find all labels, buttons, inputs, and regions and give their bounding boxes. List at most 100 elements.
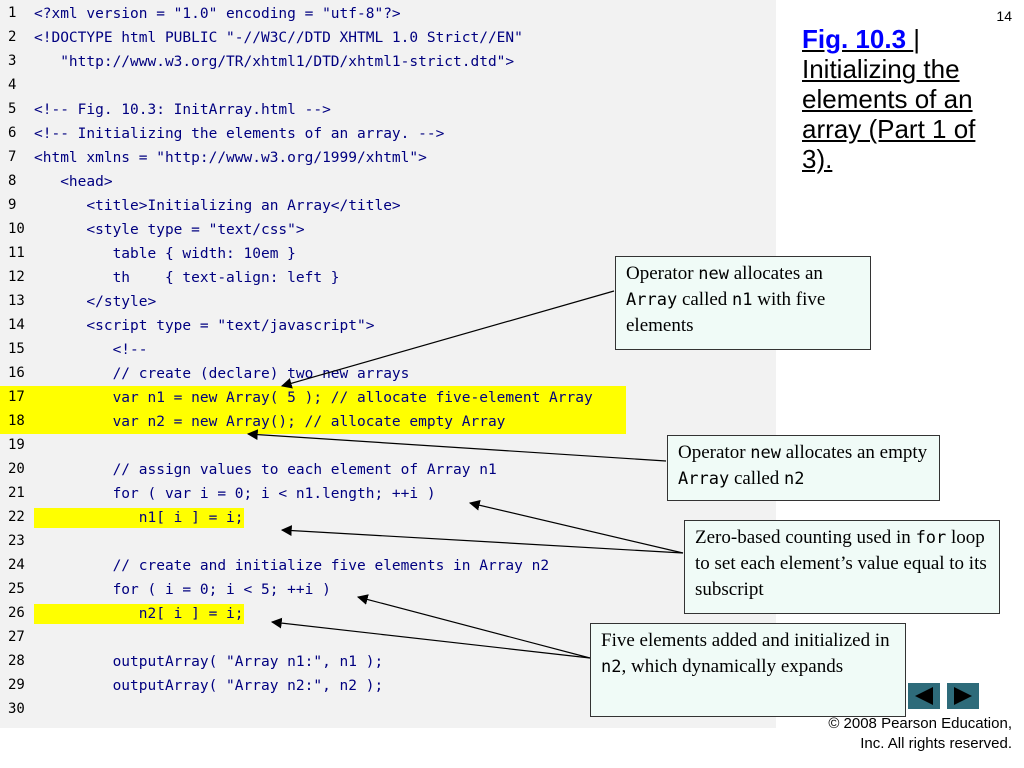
callout-text: , which dynamically expands: [621, 656, 844, 677]
figure-caption: Initializing the elements of an array (P…: [802, 54, 976, 174]
line-number: 3: [8, 53, 17, 69]
code-text: var n1 = new Array( 5 ); // allocate fiv…: [34, 390, 593, 406]
code-text: // create (declare) two new arrays: [34, 366, 410, 382]
callout-text: allocates an empty: [781, 442, 928, 463]
callout-code: new: [750, 443, 781, 463]
code-text: n2[ i ] = i;: [34, 604, 244, 624]
code-line: 25 for ( i = 0; i < 5; ++i ): [0, 578, 776, 602]
code-line: 27: [0, 626, 776, 650]
arrow-to-line-18: [246, 429, 667, 462]
copyright: © 2008 Pearson Education, Inc. All right…: [828, 714, 1012, 754]
line-number: 24: [8, 557, 25, 573]
line-number: 21: [8, 485, 25, 501]
page-number: 14: [996, 8, 1012, 24]
code-line: 7 <html xmlns = "http://www.w3.org/1999/x…: [0, 146, 776, 170]
line-number: 11: [8, 245, 25, 261]
line-number: 7: [8, 149, 17, 165]
line-number: 27: [8, 629, 25, 645]
code-line: 8 <head>: [0, 170, 776, 194]
line-number: 22: [8, 509, 25, 525]
line-number: 6: [8, 125, 17, 141]
callout-text: with five elements: [626, 289, 826, 336]
line-number: 10: [8, 221, 25, 237]
callout-code: n2: [784, 469, 805, 489]
callout-code: n2: [601, 657, 622, 677]
code-line: 12 th { text-align: left }: [0, 266, 776, 290]
line-number: 29: [8, 677, 25, 693]
triangle-right-icon: [954, 687, 972, 705]
code-line: 21 for ( var i = 0; i < n1.length; ++i ): [0, 482, 776, 506]
next-slide-button[interactable]: [947, 683, 979, 709]
code-text: <head>: [34, 174, 113, 190]
code-text: n1[ i ] = i;: [34, 508, 244, 528]
callout-text: allocates an: [729, 263, 823, 284]
code-line: 17 var n1 = new Array( 5 ); // allocate …: [0, 386, 626, 410]
code-text: th { text-align: left }: [34, 270, 340, 286]
copyright-line: © 2008 Pearson Education,: [828, 715, 1012, 732]
code-text: outputArray( "Array n1:", n1 );: [34, 654, 384, 670]
code-text: <!DOCTYPE html PUBLIC "-//W3C//DTD XHTML…: [34, 30, 523, 46]
code-line: 13 </style>: [0, 290, 776, 314]
line-number: 30: [8, 701, 25, 717]
line-number: 1: [8, 5, 17, 21]
callout-code: new: [698, 264, 729, 284]
line-number: 17: [0, 389, 30, 405]
arrow-to-line-22: [280, 525, 684, 554]
code-text: <html xmlns = "http://www.w3.org/1999/xh…: [34, 150, 427, 166]
arrow-to-line-17: [280, 290, 615, 389]
arrow-to-line-25: [356, 594, 591, 659]
line-number: 16: [8, 365, 25, 381]
code-text: <!--: [34, 342, 148, 358]
previous-slide-button[interactable]: [908, 683, 940, 709]
arrow-to-line-26: [270, 617, 591, 659]
code-text: var n2 = new Array(); // allocate empty …: [34, 414, 506, 430]
code-text: // create and initialize five elements i…: [34, 558, 550, 574]
code-text: // assign values to each element of Arra…: [34, 462, 497, 478]
code-text: table { width: 10em }: [34, 246, 296, 262]
callout-text: Operator: [626, 263, 699, 284]
code-line: 30: [0, 698, 776, 722]
code-text: <title>Initializing an Array</title>: [34, 198, 401, 214]
line-number: 20: [8, 461, 25, 477]
code-text: <script type = "text/javascript">: [34, 318, 375, 334]
code-text: <!-- Initializing the elements of an arr…: [34, 126, 445, 142]
code-text: </style>: [34, 294, 157, 310]
line-number: 15: [8, 341, 25, 357]
callout-code: for: [915, 528, 947, 548]
figure-link[interactable]: Fig. 10.3: [802, 24, 914, 54]
line-number: 19: [8, 437, 25, 453]
triangle-left-icon: [915, 687, 933, 705]
figure-separator: |: [913, 24, 921, 54]
code-line: 22 n1[ i ] = i;: [0, 506, 776, 530]
line-number: 28: [8, 653, 25, 669]
callout-code: Array: [678, 469, 730, 489]
code-line: 18 var n2 = new Array(); // allocate emp…: [0, 410, 626, 434]
code-line: 11 table { width: 10em }: [0, 242, 776, 266]
line-number: 26: [8, 605, 25, 621]
line-number: 5: [8, 101, 17, 117]
copyright-line: Inc. All rights reserved.: [860, 735, 1012, 752]
line-number: 9: [8, 197, 17, 213]
code-line: 19: [0, 434, 776, 458]
code-line: 14 <script type = "text/javascript">: [0, 314, 776, 338]
code-text: <!-- Fig. 10.3: InitArray.html -->: [34, 102, 331, 118]
code-text: for ( i = 0; i < 5; ++i ): [34, 582, 331, 598]
code-line: 16 // create (declare) two new arrays: [0, 362, 776, 386]
code-text: "http://www.w3.org/TR/xhtml1/DTD/xhtml1-…: [34, 54, 515, 70]
code-line: 4: [0, 74, 776, 98]
code-text: outputArray( "Array n2:", n2 );: [34, 678, 384, 694]
code-line: 23: [0, 530, 776, 554]
figure-title: Fig. 10.3 | Initializing the elements of…: [802, 24, 1012, 174]
code-line: 24 // create and initialize five element…: [0, 554, 776, 578]
line-number: 14: [8, 317, 25, 333]
callout-code: Array: [626, 290, 678, 310]
code-listing: 1<?xml version = "1.0" encoding = "utf-8…: [0, 0, 776, 728]
code-line: 1<?xml version = "1.0" encoding = "utf-8…: [0, 2, 776, 26]
code-line: 2<!DOCTYPE html PUBLIC "-//W3C//DTD XHTM…: [0, 26, 776, 50]
code-text: <style type = "text/css">: [34, 222, 305, 238]
code-line: 29 outputArray( "Array n2:", n2 );: [0, 674, 776, 698]
callout-text: loop to set each element’s value equal t…: [695, 527, 987, 600]
code-line: 15 <!--: [0, 338, 776, 362]
line-number: 25: [8, 581, 25, 597]
